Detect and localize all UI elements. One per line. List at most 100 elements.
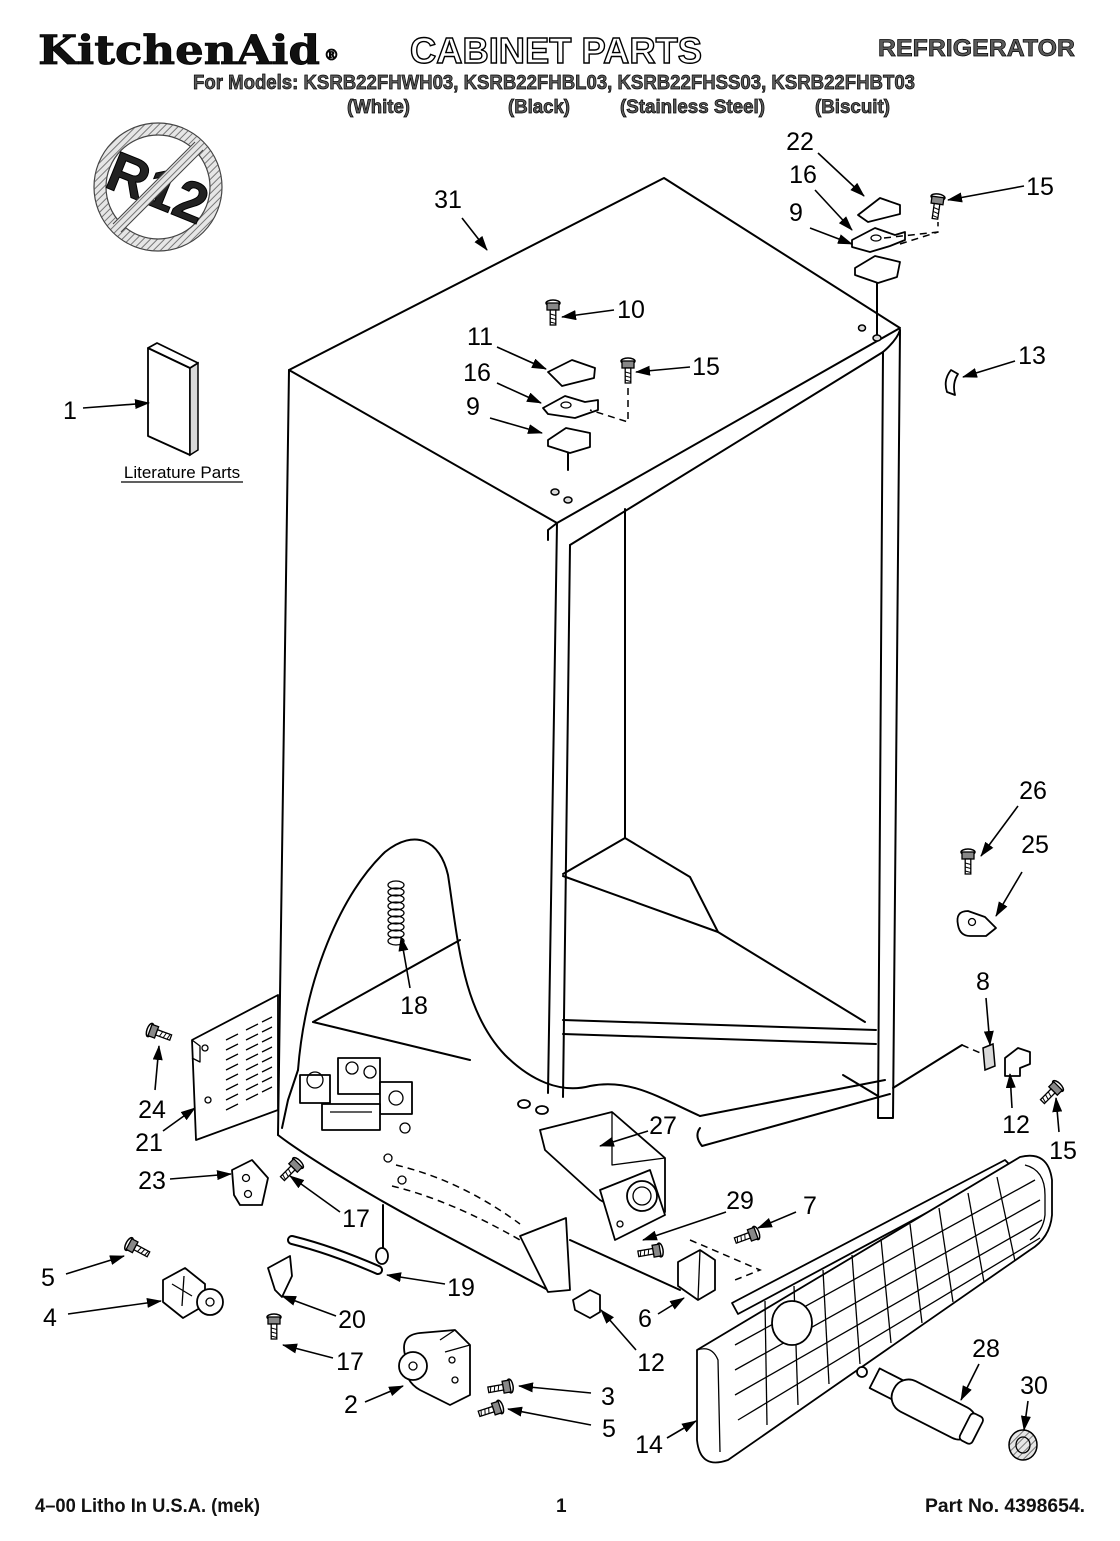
part-hinge-cover-11 [547,359,596,387]
model-list: For Models: KSRB22FHWH03, KSRB22FHBL03, … [193,72,915,94]
callout-15: 15 [1026,173,1054,201]
part-hinge-cover-22 [857,197,901,223]
callout-12: 12 [1002,1111,1030,1139]
leader-arrow [496,382,542,404]
leader-arrow [162,1107,196,1132]
part-tube-19 [287,1204,389,1275]
leader-arrow [947,185,1025,203]
screw-26 [960,848,976,875]
part-compressor-components [299,1057,521,1241]
callout-2: 2 [344,1391,358,1419]
part-hinge-shim-9-top [854,255,901,342]
leader-arrow [82,399,150,410]
header: KitchenAid ® CABINET PARTS REFRIGERATOR … [38,27,1076,119]
callout-9: 9 [789,199,803,227]
callout-1: 1 [63,397,77,425]
leader-arrow [657,1297,685,1315]
leader-arrow [169,1170,232,1181]
screw-17-upper [276,1155,306,1185]
callout-22: 22 [786,128,814,156]
page-number: 1 [556,1496,567,1517]
leader-arrow [635,365,691,376]
leader-arrow [817,152,865,197]
part-spring-18 [387,880,405,946]
callout-14: 14 [635,1431,663,1459]
part-bracket-23 [231,1159,269,1206]
screw-5-lower [476,1398,506,1422]
screw-24 [144,1021,174,1045]
leader-arrow [67,1297,162,1315]
callout-16: 16 [789,161,817,189]
leader-arrow [282,1343,334,1359]
callout-10: 10 [617,296,645,324]
callout-24: 24 [138,1096,166,1124]
leader-arrow [809,227,853,245]
callout-16: 16 [463,359,491,387]
leader-arrow [995,871,1023,917]
assembly-dash [899,231,939,245]
leader-arrow [642,1211,727,1241]
leader-arrow [461,217,488,251]
leader-arrow [980,805,1019,857]
brand-logo: KitchenAid [38,27,320,74]
leader-arrow [398,936,411,989]
part-hinge-16-mid [542,395,599,419]
leader-arrow [757,1211,797,1229]
screw-29 [636,1241,665,1262]
callout-26: 26 [1019,777,1047,805]
part-roller-bracket-2 [398,1329,471,1406]
leader-arrow [1052,1097,1063,1133]
callout-25: 25 [1021,831,1049,859]
part-drain-duct-27 [517,1099,666,1241]
callout-6: 6 [638,1305,652,1333]
callout-12: 12 [637,1349,665,1377]
leader-arrow [289,1175,341,1213]
screw-10 [545,299,561,326]
leader-arrow [507,1406,592,1426]
screw-15-top [927,192,947,221]
callout-31: 31 [434,186,462,214]
callout-20: 20 [338,1306,366,1334]
leader-arrow [814,189,853,231]
part-hinge-shim-9-mid [547,427,591,504]
callout-29: 29 [726,1187,754,1215]
callout-27: 27 [649,1112,677,1140]
screw-3 [486,1377,515,1398]
part-bracket-6 [677,1249,716,1301]
brand-registered-mark: ® [324,46,339,64]
callout-5: 5 [41,1264,55,1292]
part-bracket-12-right [1004,1047,1031,1077]
color-black: (Black) [508,97,570,118]
footer: 4–00 Litho In U.S.A. (mek) 1 Part No. 43… [35,1496,1085,1517]
callout-18: 18 [400,992,428,1020]
screw-5-left [122,1235,153,1262]
part-cap-30 [1008,1429,1038,1461]
callout-7: 7 [803,1192,817,1220]
leader-arrow [600,1309,637,1351]
screw-17-lower [266,1313,282,1340]
callout-13: 13 [1018,342,1046,370]
leader-arrow [489,417,543,434]
leader-arrows [65,152,1063,1439]
leader-arrow [65,1255,125,1275]
callout-11: 11 [467,323,493,351]
part-hinge-16-top [851,227,906,253]
leader-arrow [496,346,547,370]
part-filter-28 [856,1366,984,1445]
part-clip-20 [267,1255,293,1298]
callout-23: 23 [138,1167,166,1195]
leader-arrow [152,1045,163,1091]
part-literature [147,342,199,457]
callout-9: 9 [466,393,480,421]
product-type: REFRIGERATOR [878,35,1075,62]
litho-note: 4–00 Litho In U.S.A. (mek) [35,1496,260,1517]
leader-arrow [962,360,1016,378]
callout-4: 4 [43,1304,57,1332]
leader-arrow [386,1272,446,1285]
leader-arrow [1005,1073,1016,1109]
part-bracket-25 [956,910,997,937]
leader-arrow [599,1130,649,1147]
color-white: (White) [347,97,410,118]
leader-arrow [518,1382,592,1394]
leader-arrow [561,309,615,321]
